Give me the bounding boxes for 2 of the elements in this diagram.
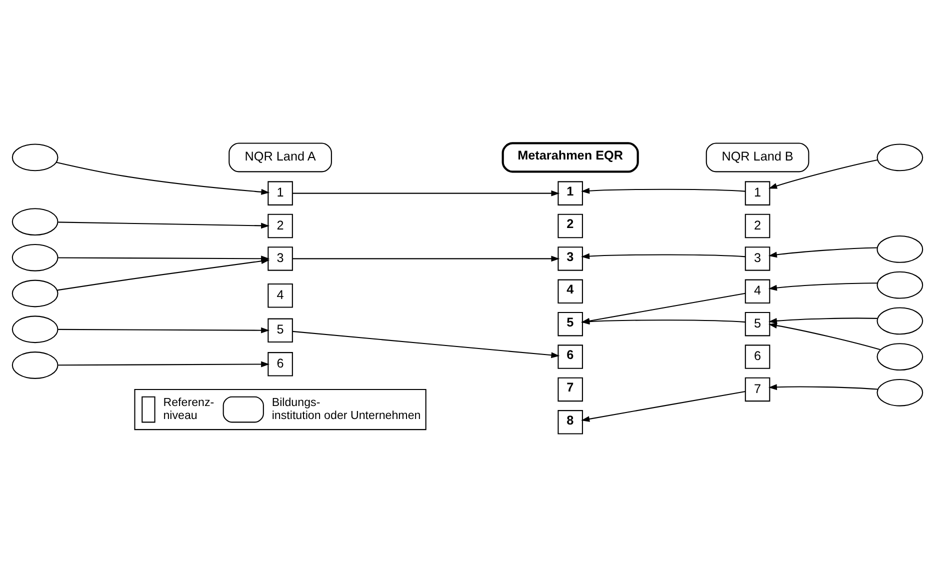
legend-label: Bildungs- institution oder Unternehmen [272, 396, 421, 422]
legend-label: Referenz- niveau [163, 396, 214, 422]
